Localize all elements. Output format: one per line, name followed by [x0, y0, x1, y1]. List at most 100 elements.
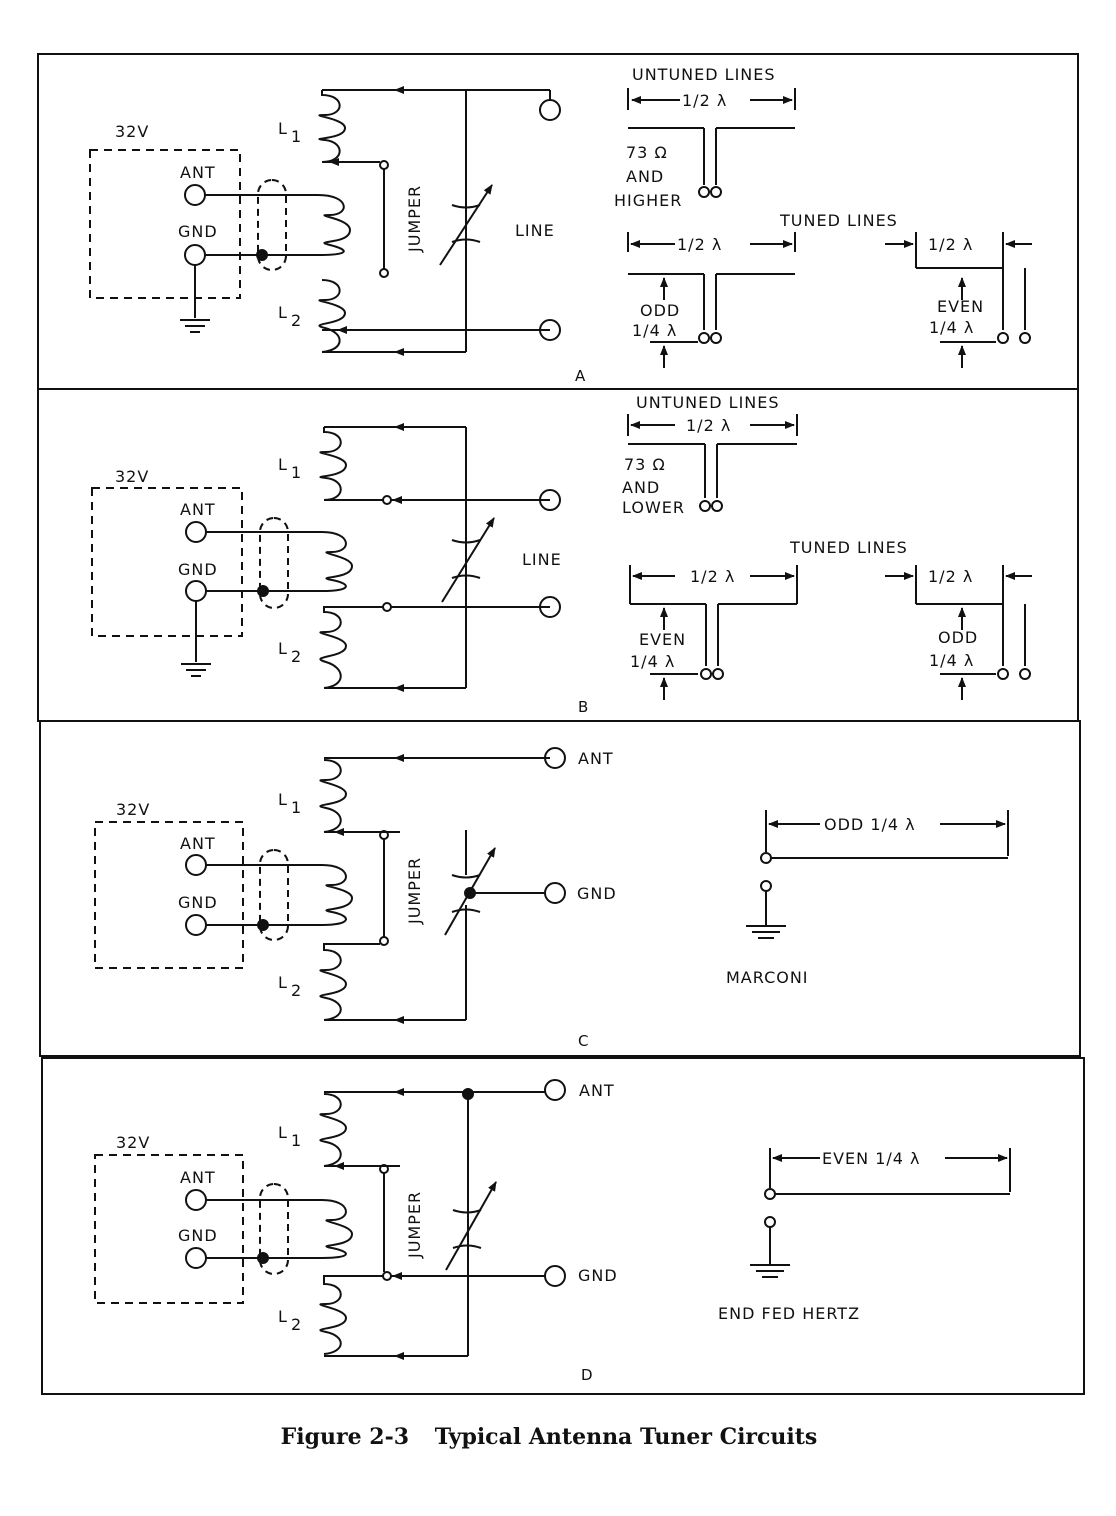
panel-b-labels: 32V ANT GND L 1 L 2 LINE UNTUNED LINES 1… — [115, 393, 978, 716]
radio-box — [94, 1154, 244, 1304]
coil-l2-sub: 2 — [291, 647, 302, 666]
ant-out-terminal — [544, 1079, 566, 1101]
ant-out-label: ANT — [578, 749, 614, 768]
panel-frame — [41, 1057, 1085, 1395]
box-label: 32V — [116, 800, 150, 819]
panel-a-labels: 32V ANT GND L 1 L 2 JUMPER LINE UNTUNED … — [115, 65, 984, 385]
panel-d-labels: 32V ANT GND L 1 L 2 JUMPER ANT GND EVEN … — [116, 1081, 921, 1384]
radio-box — [89, 149, 241, 299]
coil-l2-label: L — [278, 639, 288, 658]
coil-l2 — [319, 1275, 383, 1355]
line-label: LINE — [522, 550, 562, 569]
gnd-label: GND — [178, 1226, 218, 1245]
line-terminal-bottom — [539, 319, 561, 341]
gnd-out-label: GND — [578, 1266, 618, 1285]
panel-c-labels: 32V ANT GND L 1 L 2 JUMPER ANT GND ODD 1… — [116, 749, 916, 1050]
antenna-tuner-figure: 32V ANT GND L 1 L 2 JUMPER LINE UNTUNED … — [37, 53, 1085, 1395]
ground-icon — [181, 663, 211, 677]
ground-icon — [750, 1264, 790, 1278]
left-parity: ODD — [640, 301, 680, 320]
line-terminal-bottom — [539, 596, 561, 618]
impedance-level: LOWER — [622, 498, 685, 517]
right-quarter: 1/4 λ — [929, 318, 974, 337]
coil-l1-label: L — [278, 790, 288, 809]
right-quarter: 1/4 λ — [929, 651, 974, 670]
coil-l2-sub: 2 — [291, 1315, 302, 1334]
coax-shield — [259, 1183, 289, 1275]
coil-l1 — [319, 759, 384, 833]
jumper-label: JUMPER — [405, 185, 424, 253]
coil-l1 — [318, 90, 380, 163]
link-coil — [321, 864, 354, 926]
gnd-label: GND — [178, 222, 218, 241]
ant-terminal — [185, 854, 207, 876]
length-label: EVEN 1/4 λ — [822, 1149, 921, 1168]
box-label: 32V — [115, 122, 149, 141]
right-parity: ODD — [938, 628, 978, 647]
coil-l1-sub: 1 — [291, 1131, 302, 1150]
coil-l1-sub: 1 — [291, 798, 302, 817]
ant-label: ANT — [180, 500, 216, 519]
gnd-terminal — [185, 1247, 207, 1269]
panel-letter: A — [575, 367, 586, 385]
length-label: ODD 1/4 λ — [824, 815, 916, 834]
coax-shield — [257, 179, 287, 271]
impedance: 73 Ω — [624, 455, 666, 474]
coax-shield — [259, 517, 289, 609]
tuned-right-half-wave: 1/2 λ — [928, 235, 973, 254]
left-parity: EVEN — [639, 630, 686, 649]
panel-letter: D — [581, 1366, 593, 1384]
impedance: 73 Ω — [626, 143, 668, 162]
left-quarter: 1/4 λ — [630, 652, 675, 671]
ground-icon — [746, 925, 786, 939]
jumper-label: JUMPER — [405, 1191, 424, 1259]
coil-l1-label: L — [278, 455, 288, 474]
tuned-left-half-wave: 1/2 λ — [677, 235, 722, 254]
panel-b — [37, 388, 1079, 722]
coil-l2 — [318, 279, 347, 353]
untuned-half-wave: 1/2 λ — [682, 91, 727, 110]
panel-frame — [39, 720, 1081, 1057]
coil-l1-sub: 1 — [291, 463, 302, 482]
antenna-type: MARCONI — [726, 968, 809, 987]
tuned-title: TUNED LINES — [789, 538, 908, 557]
ant-terminal — [184, 184, 206, 206]
coil-l1 — [319, 1093, 384, 1167]
ground-icon — [180, 319, 210, 333]
right-parity: EVEN — [937, 297, 984, 316]
coil-l2-sub: 2 — [291, 311, 302, 330]
line-terminal-top — [539, 489, 561, 511]
ant-out-terminal — [544, 747, 566, 769]
figure-title: Typical Antenna Tuner Circuits — [434, 1424, 818, 1450]
impedance-and: AND — [626, 167, 664, 186]
coil-l2-sub: 2 — [291, 981, 302, 1000]
gnd-terminal — [184, 244, 206, 266]
variable-capacitor — [439, 184, 493, 266]
coil-l2-label: L — [278, 973, 288, 992]
box-label: 32V — [115, 467, 149, 486]
left-quarter: 1/4 λ — [632, 321, 677, 340]
untuned-title: UNTUNED LINES — [636, 393, 780, 412]
coil-l2-label: L — [278, 303, 288, 322]
gnd-label: GND — [178, 560, 218, 579]
panel-letter: C — [578, 1032, 588, 1050]
box-label: 32V — [116, 1133, 150, 1152]
jumper-label: JUMPER — [405, 857, 424, 925]
coax-shield — [259, 849, 289, 941]
antenna-type: END FED HERTZ — [718, 1304, 860, 1323]
gnd-terminal — [185, 580, 207, 602]
variable-capacitor — [444, 830, 496, 936]
ant-terminal — [185, 1189, 207, 1211]
gnd-terminal — [185, 914, 207, 936]
coil-l1-sub: 1 — [291, 127, 302, 146]
link-coil — [321, 1199, 354, 1259]
ant-label: ANT — [180, 163, 216, 182]
coil-l2 — [319, 606, 383, 689]
impedance-level: HIGHER — [614, 191, 682, 210]
tuned-right-half-wave: 1/2 λ — [928, 567, 973, 586]
gnd-out-terminal — [544, 1265, 566, 1287]
ant-out-label: ANT — [579, 1081, 615, 1100]
coil-l1-label: L — [278, 1123, 288, 1142]
tuned-title: TUNED LINES — [779, 211, 898, 230]
coil-l1-label: L — [278, 119, 288, 138]
